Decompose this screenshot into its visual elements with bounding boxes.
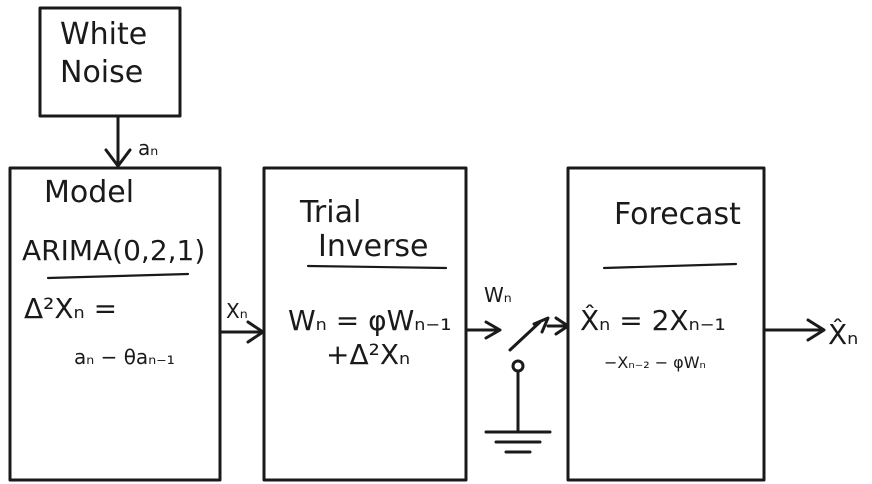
forecast-eq-line1: X̂ₙ = 2Xₙ₋₁ [580,304,726,337]
inverse-label-line1: Trial [299,195,361,230]
inverse-eq-line2: +Δ²Xₙ [326,338,410,371]
forecast-title: Forecast [614,197,741,232]
white-noise-box [38,6,182,118]
forecast-box [566,166,766,482]
model-divider [46,272,190,280]
signal-a-label: aₙ [138,136,158,160]
inverse-to-switch-arrow [464,320,502,340]
signal-w-label: Wₙ [484,283,512,307]
inverse-label-line2: Inverse [318,229,429,264]
model-eq-rhs: aₙ − θaₙ₋₁ [74,345,175,369]
forecast-eq-line2: −Xₙ₋₂ − φWₙ [604,353,706,372]
model-name: ARIMA(0,2,1) [22,234,205,267]
ground-symbol [484,359,552,454]
model-title: Model [44,175,134,210]
white-noise-label-line2: Noise [60,55,143,90]
signal-x-label: Xₙ [226,299,248,323]
model-eq-lhs: Δ²Xₙ = [24,292,117,325]
inverse-box [262,166,468,482]
inverse-underline [306,264,448,270]
model-to-inverse-arrow [218,320,265,344]
model-block: Model ARIMA(0,2,1) Δ²Xₙ = aₙ − θaₙ₋₁ [8,166,222,482]
noise-to-model-arrow [104,114,132,168]
inverse-block: Trial Inverse Wₙ = φWₙ₋₁ +Δ²Xₙ [262,166,468,482]
white-noise-label-line1: White [60,17,147,52]
forecast-block: Forecast X̂ₙ = 2Xₙ₋₁ −Xₙ₋₂ − φWₙ [566,166,766,482]
output-label: X̂ₙ [828,318,858,351]
model-box [8,166,222,482]
switch-symbol [508,316,570,352]
inverse-eq-line1: Wₙ = φWₙ₋₁ [288,304,451,337]
forecast-to-output-arrow [762,318,826,342]
forecast-divider [602,262,738,270]
white-noise-block: White Noise [38,6,182,118]
